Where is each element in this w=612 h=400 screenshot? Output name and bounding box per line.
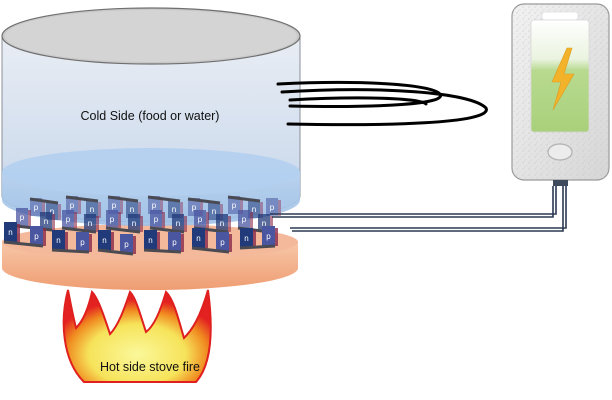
element-type-label: n xyxy=(172,205,176,214)
p-type-element: p xyxy=(16,208,31,226)
connector-strip xyxy=(149,226,185,234)
n-type-element: n xyxy=(128,214,143,232)
p-type-element: p xyxy=(150,210,165,228)
p-type-element: p xyxy=(120,234,136,254)
element-type-label: p xyxy=(270,203,275,212)
connector-strip xyxy=(107,195,139,203)
connector-strip xyxy=(143,248,182,254)
element-type-label: n xyxy=(176,219,180,228)
element-type-label: p xyxy=(112,201,117,210)
p-type-element: p xyxy=(30,198,45,216)
element-type-label: n xyxy=(56,236,60,245)
stove-fire xyxy=(62,289,212,383)
n-type-element: n xyxy=(52,230,68,250)
p-type-element: p xyxy=(194,210,209,228)
p-type-element: p xyxy=(148,196,163,214)
element-type-label: p xyxy=(242,215,247,224)
connector-strip xyxy=(239,244,276,250)
element-type-label: n xyxy=(102,236,106,245)
n-type-element: n xyxy=(4,222,20,242)
home-button xyxy=(547,143,573,161)
n-type-element: n xyxy=(40,212,55,230)
element-type-label: p xyxy=(80,238,85,247)
n-type-element: n xyxy=(84,214,99,232)
element-type-label: n xyxy=(132,219,136,228)
connector-strip xyxy=(97,248,134,256)
element-type-label: n xyxy=(88,219,92,228)
hot-side-label: Hot side stove fire xyxy=(100,360,200,374)
connector-strip xyxy=(61,226,97,234)
element-type-label: p xyxy=(124,240,129,249)
n-type-element: n xyxy=(216,214,231,232)
element-type-label: n xyxy=(50,207,54,216)
smartphone xyxy=(511,3,610,186)
element-type-label: p xyxy=(192,203,197,212)
element-type-label: n xyxy=(196,234,200,243)
element-type-label: p xyxy=(172,238,177,247)
element-type-label: p xyxy=(198,215,203,224)
n-type-element: n xyxy=(126,200,141,218)
element-type-label: p xyxy=(232,201,237,210)
element-type-label: p xyxy=(110,215,115,224)
element-type-label: n xyxy=(8,228,12,237)
element-type-label: n xyxy=(90,205,94,214)
connector-strip xyxy=(51,248,90,254)
element-type-label: n xyxy=(44,217,48,226)
element-type-label: n xyxy=(252,205,256,214)
heat-exchanger-coil xyxy=(276,80,488,127)
p-type-element: p xyxy=(76,232,92,252)
element-type-label: p xyxy=(70,201,75,210)
element-type-label: n xyxy=(220,219,224,228)
connector-strip xyxy=(187,197,221,205)
element-type-label: n xyxy=(262,219,266,228)
n-type-element: n xyxy=(168,200,183,218)
connector-strip xyxy=(29,197,59,205)
connector-strip xyxy=(227,195,261,203)
connector-strip xyxy=(191,246,230,254)
element-type-label: p xyxy=(154,215,159,224)
element-type-label: p xyxy=(34,232,39,241)
lightning-bolt-icon xyxy=(551,47,575,111)
connector-strip xyxy=(65,195,99,203)
element-type-label: p xyxy=(34,203,39,212)
p-type-element: p xyxy=(228,196,243,214)
element-type-label: n xyxy=(212,207,216,216)
element-type-label: p xyxy=(152,201,157,210)
connector-strip xyxy=(3,240,44,248)
output-wires xyxy=(270,186,567,232)
element-type-label: p xyxy=(266,232,271,241)
charging-port xyxy=(553,180,568,186)
element-type-label: p xyxy=(20,213,25,222)
p-type-element: p xyxy=(106,210,121,228)
element-type-label: p xyxy=(66,215,71,224)
p-type-element: p xyxy=(62,210,77,228)
p-type-element: p xyxy=(108,196,123,214)
p-type-element: p xyxy=(216,232,232,252)
element-type-label: p xyxy=(220,238,225,247)
element-type-label: n xyxy=(148,236,152,245)
connector-strip xyxy=(105,226,141,234)
p-type-element: p xyxy=(66,196,81,214)
n-type-element: n xyxy=(98,230,114,250)
n-type-element: n xyxy=(144,230,160,250)
p-type-element: p xyxy=(266,198,281,216)
n-type-element: n xyxy=(172,214,187,232)
element-type-label: n xyxy=(130,205,134,214)
p-type-element: p xyxy=(262,226,278,246)
connector-strip xyxy=(147,195,181,203)
p-type-element: p xyxy=(30,226,46,246)
cold-side-label: Cold Side (food or water) xyxy=(81,109,220,123)
n-type-element: n xyxy=(240,228,256,248)
p-type-element: p xyxy=(168,232,184,252)
element-type-label: n xyxy=(244,234,248,243)
n-type-element: n xyxy=(192,228,208,248)
fire-flame xyxy=(62,289,212,383)
n-type-element: n xyxy=(86,200,101,218)
p-type-element: p xyxy=(238,210,253,228)
